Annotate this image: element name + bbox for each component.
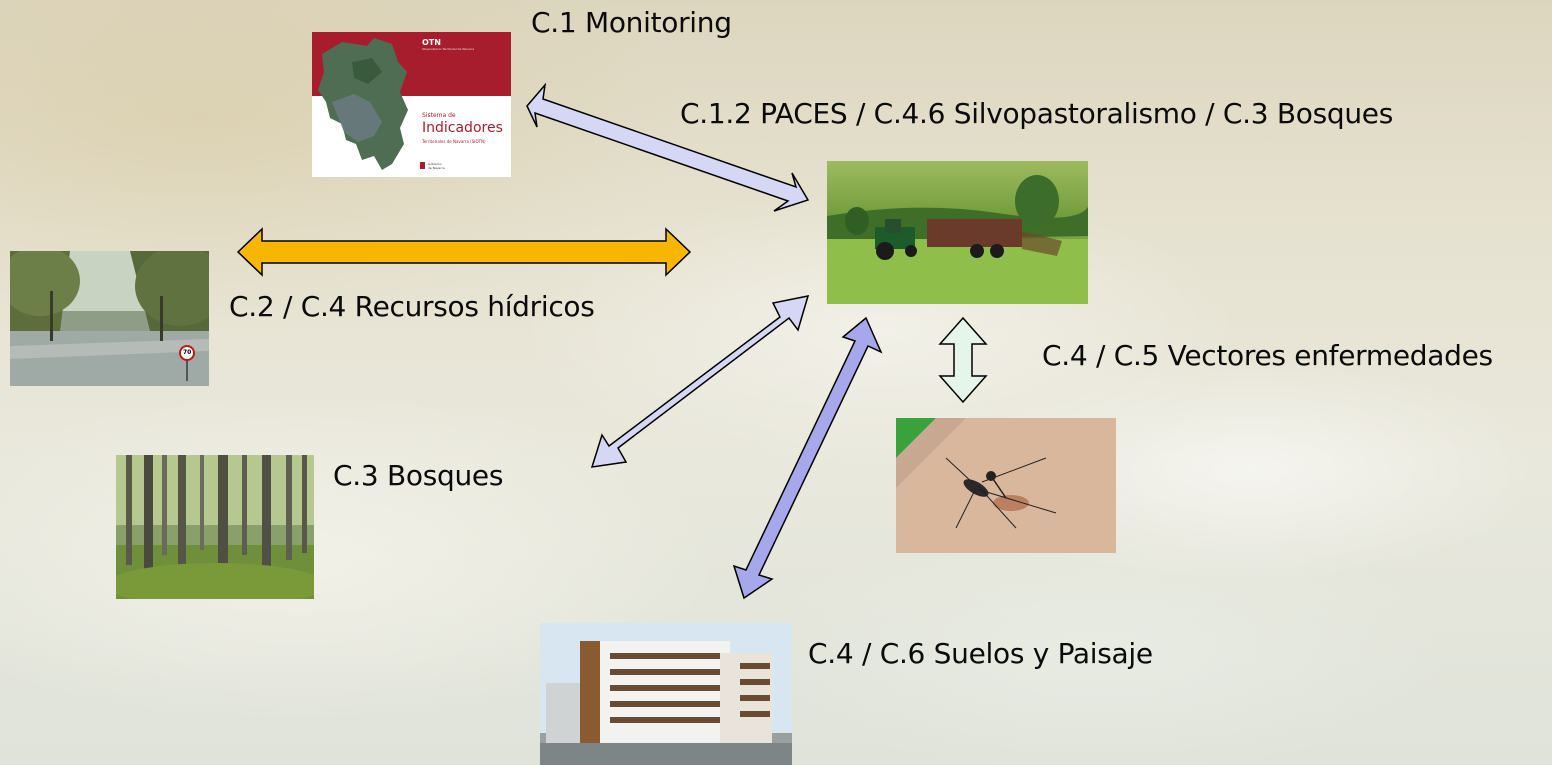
label-suelos-paisaje: C.4 / C.6 Suelos y Paisaje bbox=[808, 637, 1153, 670]
cover-brand: OTN bbox=[422, 38, 441, 47]
apartment-building-image bbox=[540, 623, 792, 765]
indicadores-cover-image: OTN Observatorio Territorial de Navarra … bbox=[312, 32, 511, 177]
beech-forest-image bbox=[116, 455, 314, 599]
cover-line3: Territoriales de Navarra (SIOTN) bbox=[422, 139, 486, 144]
arrow-farm-mosquito bbox=[938, 316, 988, 404]
arrow-farm-urban bbox=[732, 316, 883, 600]
label-recursos-hidricos: C.2 / C.4 Recursos hídricos bbox=[229, 290, 595, 323]
speed-sign-text: 70 bbox=[183, 349, 192, 356]
tractor-field-image bbox=[827, 161, 1088, 304]
cover-brand-sub: Observatorio Territorial de Navarra bbox=[422, 47, 475, 51]
label-bosques: C.3 Bosques bbox=[333, 459, 504, 492]
label-paces-silvopastoralismo: C.1.2 PACES / C.4.6 Silvopastoralismo / … bbox=[680, 97, 1394, 130]
label-monitoring: C.1 Monitoring bbox=[531, 6, 732, 39]
cover-line1: Sistema de bbox=[422, 112, 456, 119]
navarra-logo-icon bbox=[420, 162, 425, 169]
arrow-monitoring-farm bbox=[526, 82, 810, 212]
label-vectores-enfermedades: C.4 / C.5 Vectores enfermedades bbox=[1042, 339, 1493, 372]
mosquito-image bbox=[896, 418, 1116, 553]
flooded-road-image: 70 bbox=[10, 251, 209, 386]
cover-title: Indicadores bbox=[422, 120, 503, 136]
arrow-water-farm bbox=[236, 227, 692, 277]
arrow-farm-forest bbox=[590, 295, 810, 468]
